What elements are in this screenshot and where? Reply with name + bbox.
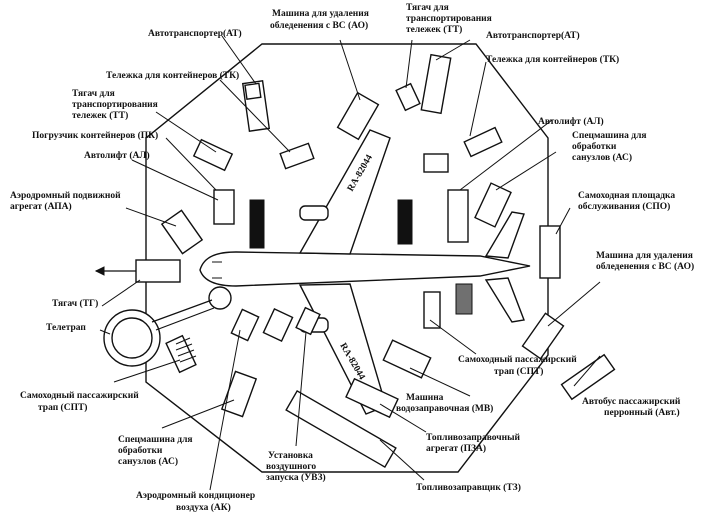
apa-vehicle — [160, 209, 204, 255]
label-spt-left-2: трап (СПТ) — [38, 402, 87, 413]
label-mv-2: водозаправочная (МВ) — [396, 403, 493, 414]
label-tk-left: Тележка для контейнеров (ТК) — [106, 70, 239, 81]
label-al-right: Автолифт (АЛ) — [538, 116, 604, 127]
label-tt-top-3: тележек (ТТ) — [406, 24, 462, 35]
label-ak-2: воздуха (АК) — [176, 502, 231, 513]
spt-left-vehicle — [165, 334, 197, 374]
label-pza-1: Топливозаправочный — [426, 432, 521, 443]
cargo-stack-left — [249, 199, 265, 249]
at-right-vehicle — [420, 53, 452, 115]
label-tg: Тягач (ТГ) — [52, 298, 98, 309]
label-uvz-2: воздушного — [266, 462, 316, 472]
al-right-vehicle — [447, 189, 469, 243]
bus-vehicle — [560, 353, 616, 401]
label-tt-top-2: транспортирования — [406, 14, 492, 24]
ao-right-vehicle — [521, 312, 565, 360]
tz-vehicle — [285, 390, 397, 468]
label-tt-left-2: транспортирования — [72, 100, 158, 110]
label-tz: Топливозаправщик (ТЗ) — [416, 482, 521, 493]
label-uvz-3: запуска (УВЗ) — [266, 472, 326, 483]
mv-vehicle — [382, 339, 432, 379]
fuselage — [199, 251, 531, 287]
as-left-vehicle — [220, 370, 258, 418]
al-left-vehicle — [213, 189, 235, 225]
label-ao-right-2: обледенения с ВС (АО) — [596, 261, 694, 272]
label-avt-2: перронный (Авт.) — [604, 407, 680, 418]
tk-right-vehicle — [463, 126, 503, 158]
label-as-left-2: обработки — [118, 445, 163, 456]
spt-right-vehicle — [423, 291, 441, 329]
label-uvz-1: Установка — [268, 451, 313, 461]
upper-wing — [298, 129, 391, 255]
label-spt-left-1: Самоходный пассажирский — [20, 390, 139, 401]
label-ak-1: Аэродромный кондиционер — [136, 490, 255, 501]
engine-upper — [299, 205, 329, 221]
label-teletrap: Телетрап — [46, 323, 86, 333]
label-at-left: Автотранспортер(АТ) — [148, 28, 242, 39]
label-pk: Погрузчик контейнеров (ПК) — [32, 130, 158, 141]
label-apa-2: агрегат (АПА) — [10, 201, 72, 212]
cargo-stack-right — [397, 199, 413, 245]
aircraft: RA-82044 RA-82044 — [199, 129, 531, 415]
label-ao-right-1: Машина для удаления — [596, 251, 693, 261]
label-tt-left-3: тележек (ТТ) — [72, 110, 128, 121]
label-ao-top-2: обледенения с ВС (АО) — [270, 20, 368, 31]
labels: Автотранспортер(АТ) Машина для удаления … — [10, 3, 694, 513]
label-as-right-2: обработки — [572, 141, 617, 152]
label-apa-1: Аэродромный подвижной — [10, 190, 121, 201]
pk-vehicle — [192, 138, 234, 172]
upper-stabilizer — [484, 211, 525, 259]
label-as-right-1: Спецмашина для — [572, 131, 647, 141]
label-spo-2: обслуживания (СПО) — [578, 201, 670, 212]
uvz-vehicle — [295, 306, 321, 336]
label-mv-1: Машина — [406, 393, 444, 403]
apron-boundary — [145, 43, 549, 473]
label-avt-1: Автобус пассажирский — [582, 396, 681, 407]
lower-stabilizer — [484, 277, 525, 323]
label-tt-left-1: Тягач для — [72, 89, 115, 99]
label-tt-top-1: Тягач для — [406, 3, 449, 13]
tg-vehicle — [135, 259, 181, 283]
tk-left-vehicle — [279, 142, 315, 170]
label-ao-top-1: Машина для удаления — [272, 9, 369, 19]
as-right-vehicle — [474, 182, 512, 228]
label-as-left-1: Спецмашина для — [118, 435, 193, 445]
label-at-right: Автотранспортер(АТ) — [486, 30, 580, 41]
tt-top-vehicle — [395, 82, 421, 112]
label-al-left: Автолифт (АЛ) — [84, 150, 150, 161]
label-spt-right-1: Самоходный пассажирский — [458, 354, 577, 365]
label-as-right-3: санузлов (АС) — [572, 152, 632, 163]
label-spt-right-2: трап (СПТ) — [494, 366, 543, 377]
label-pza-2: агрегат (ПЗА) — [426, 443, 486, 454]
label-spo-1: Самоходная площадка — [578, 191, 675, 201]
label-as-left-3: санузлов (АС) — [118, 456, 178, 467]
spo-vehicle — [539, 225, 561, 279]
ao-top-vehicle — [336, 91, 380, 141]
label-tk-right: Тележка для контейнеров (ТК) — [486, 54, 619, 65]
